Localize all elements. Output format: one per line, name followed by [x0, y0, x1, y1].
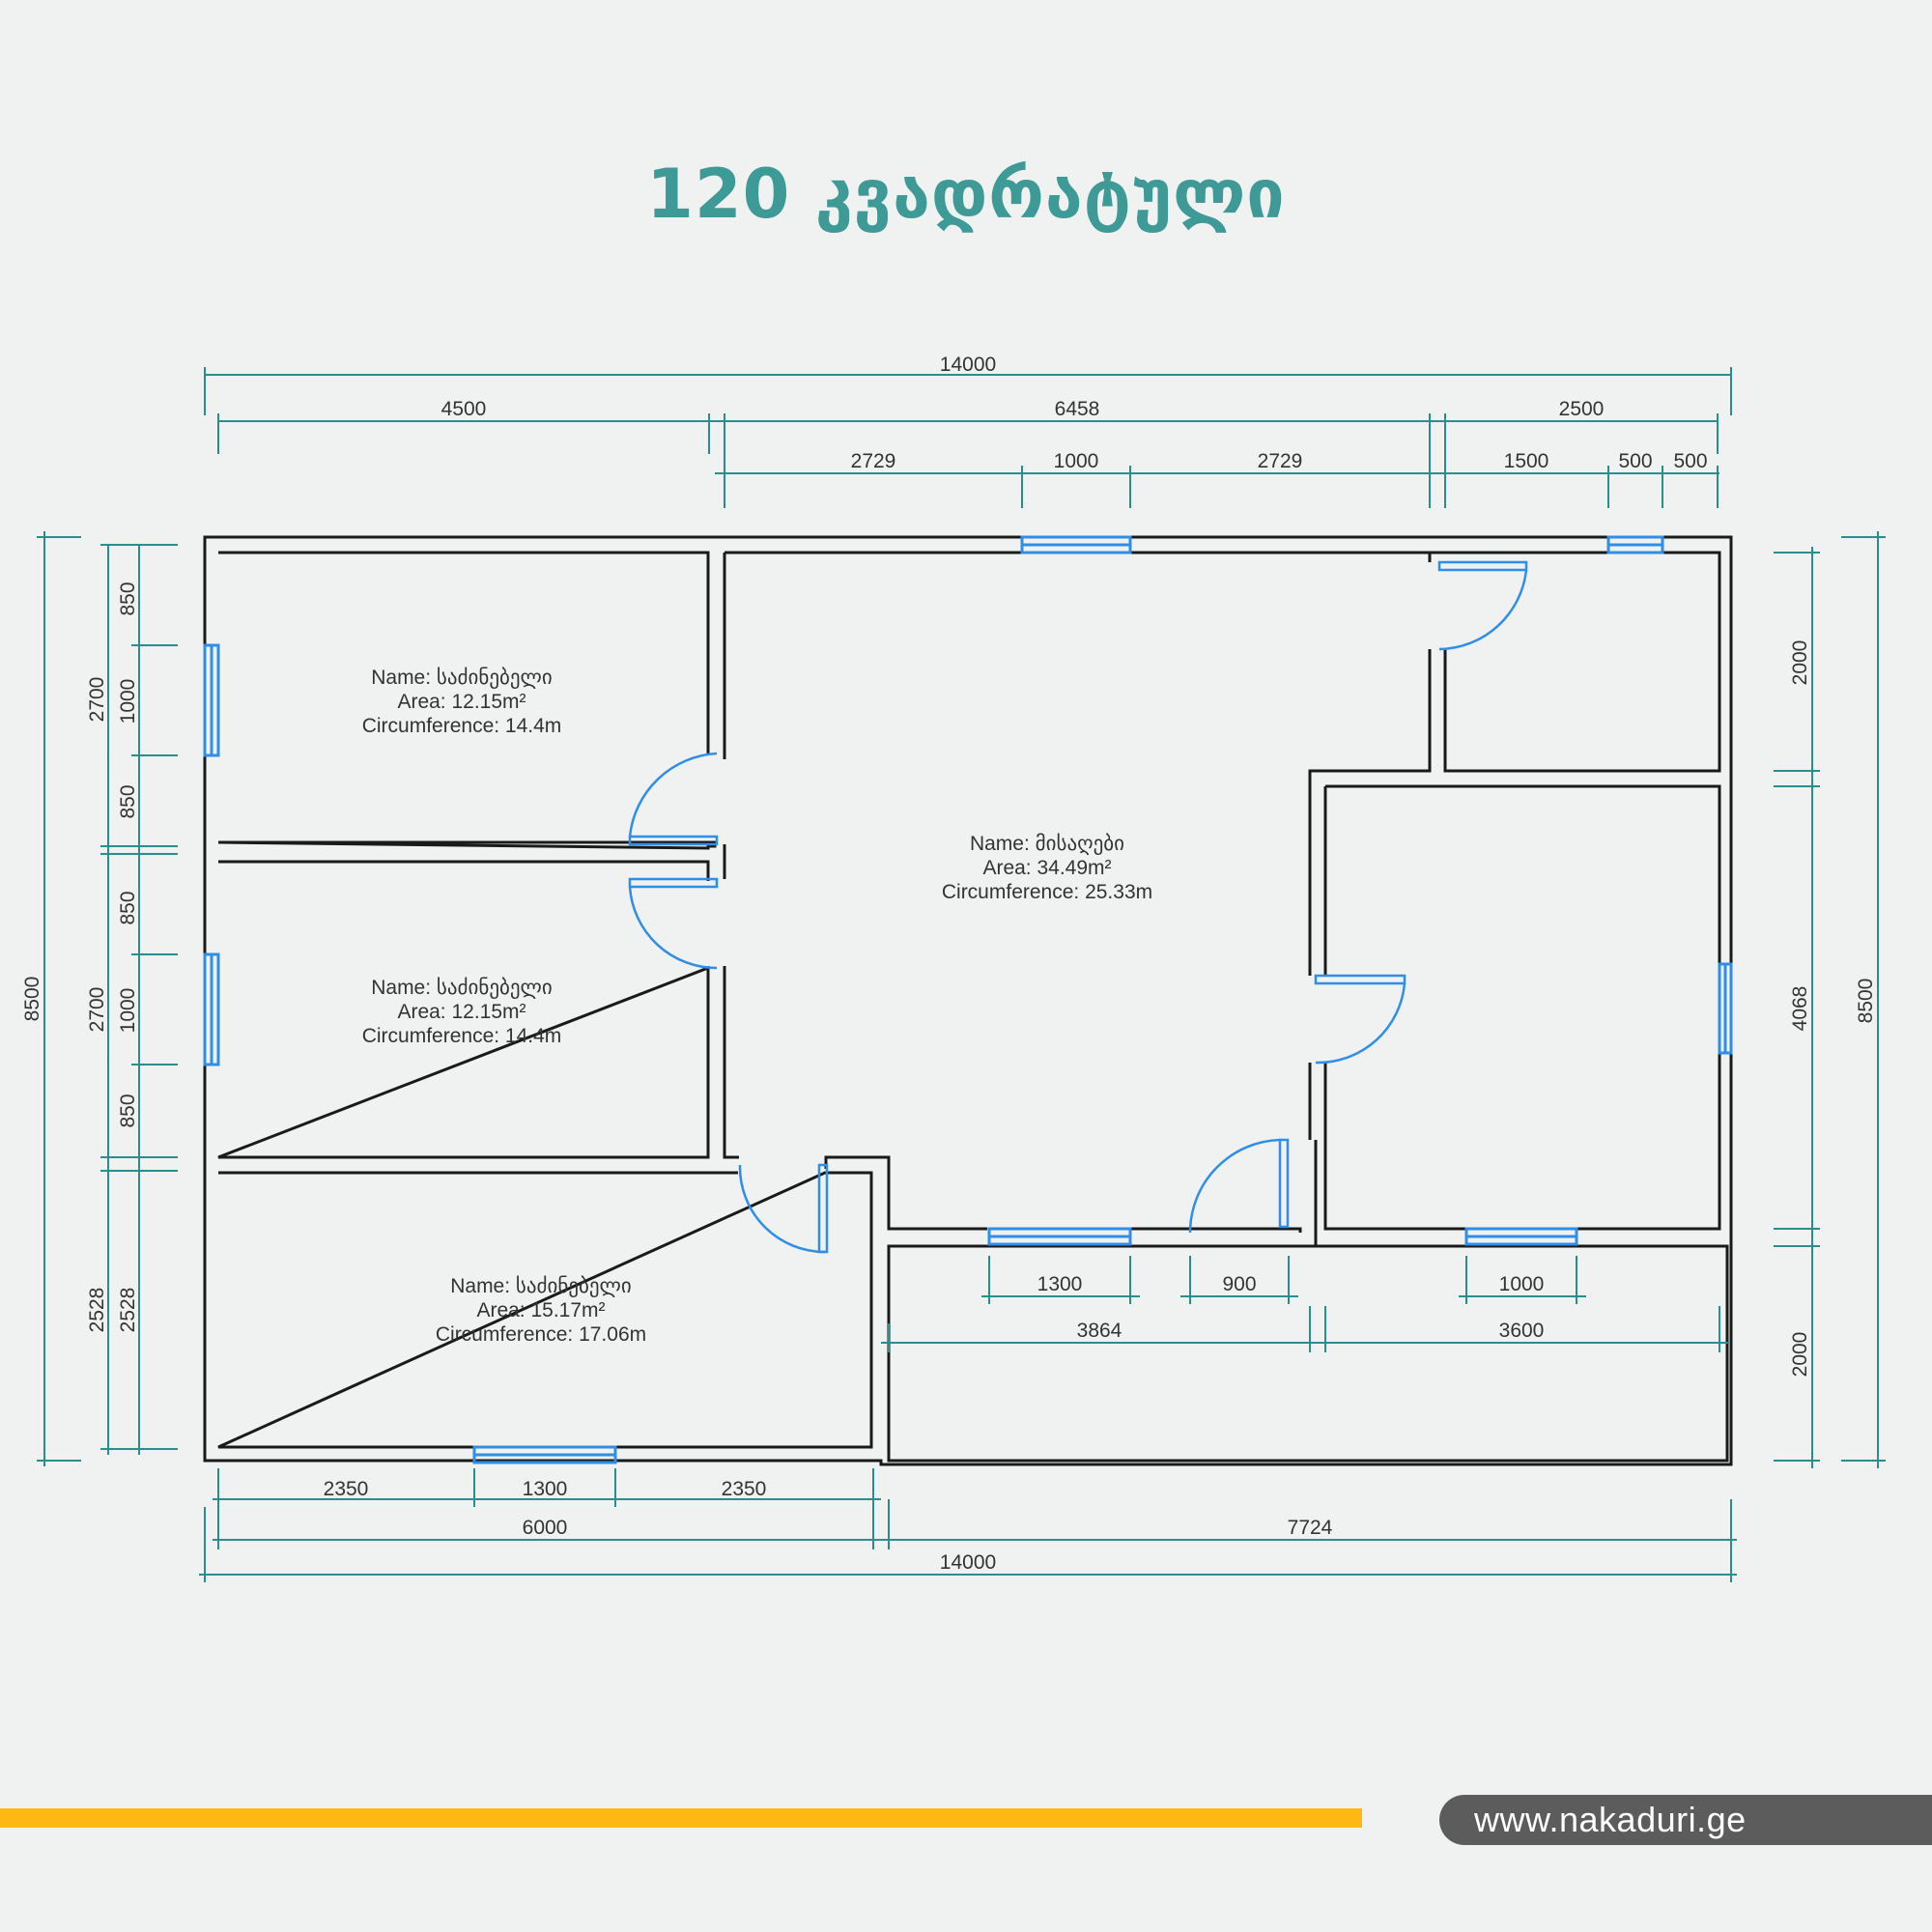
dim-right-seg2: 4068: [1789, 986, 1811, 1032]
room-circumference: Circumference: 14.4m: [362, 715, 562, 737]
dim-top-seg1: 4500: [441, 398, 487, 420]
dim-right-total: 8500: [1855, 979, 1877, 1024]
dim-top-sub4: 1500: [1504, 450, 1549, 472]
dim-bottom-sub1: 2350: [324, 1478, 369, 1500]
room-circumference: Circumference: 17.06m: [436, 1323, 646, 1346]
dim-left-seg3: 2528: [86, 1288, 108, 1333]
dimension-labels: 14000 4500 6458 2500 2729 1000 2729 1500…: [21, 354, 1877, 1574]
door-entrance: [1188, 1138, 1290, 1234]
divider-wall: [1308, 551, 1445, 1246]
dim-left-total: 8500: [21, 977, 43, 1022]
bedroom-3-outline: [217, 1171, 873, 1449]
room-circumference: Circumference: 14.4m: [362, 1025, 562, 1047]
dim-inner-sub2: 900: [1222, 1273, 1256, 1295]
room-name: Name: საძინებელი: [450, 1275, 632, 1297]
dim-inner-seg2: 3600: [1499, 1320, 1545, 1342]
room-circumference: Circumference: 25.33m: [942, 881, 1152, 903]
dim-left-seg2: 2700: [86, 987, 108, 1033]
room-name: Name: საძინებელი: [371, 977, 553, 999]
dim-left-sub7: 2528: [117, 1288, 139, 1333]
dim-inner-sub1: 1300: [1037, 1273, 1083, 1295]
room-living: Name: მისაღები Area: 34.49m² Circumferen…: [942, 833, 1152, 903]
dim-left-sub4: 850: [117, 891, 139, 924]
room-name: Name: საძინებელი: [371, 667, 553, 689]
room-name: Name: მისაღები: [970, 833, 1124, 855]
dim-bottom-seg2: 7724: [1288, 1517, 1333, 1539]
bedroom-4-outline: [1323, 784, 1721, 1231]
outer-wall: [203, 535, 1733, 1466]
dim-inner-seg1: 3864: [1077, 1320, 1122, 1342]
dim-left-seg1: 2700: [86, 677, 108, 723]
dim-left-sub1: 850: [117, 582, 139, 615]
dim-top-seg3: 2500: [1559, 398, 1605, 420]
room-bedroom-3: Name: საძინებელი Area: 15.17m² Circumfer…: [436, 1275, 646, 1346]
door-bed4: [1314, 974, 1406, 1065]
dim-top-total: 14000: [940, 354, 996, 376]
dim-left-sub2: 1000: [117, 679, 139, 724]
website-link[interactable]: www.nakaduri.ge: [1439, 1795, 1932, 1845]
room-bedroom-2: Name: საძინებელი Area: 12.15m² Circumfer…: [362, 977, 562, 1047]
room-area: Area: 15.17m²: [476, 1299, 605, 1321]
dim-bottom-sub2: 1300: [523, 1478, 568, 1500]
dim-bottom-total: 14000: [940, 1551, 996, 1574]
page-title: 120 კვადრატული: [646, 155, 1286, 234]
bathroom-outline: [1443, 551, 1721, 773]
windows: [203, 535, 1733, 1464]
accent-bar: [0, 1808, 1362, 1828]
dim-bottom-sub3: 2350: [722, 1478, 767, 1500]
bedroom-2-outline: [217, 860, 710, 1159]
door-bath: [1437, 560, 1528, 651]
door-bed2: [628, 877, 719, 970]
dimension-lines: [37, 367, 1886, 1582]
dim-left-sub6: 850: [117, 1094, 139, 1127]
door-bed1: [628, 752, 719, 846]
dim-bottom-seg1: 6000: [523, 1517, 568, 1539]
dim-top-sub6: 500: [1673, 450, 1707, 472]
walls: [203, 535, 1733, 1466]
dim-top-sub3: 2729: [1258, 450, 1303, 472]
room-bedroom-1: Name: საძინებელი Area: 12.15m² Circumfer…: [362, 667, 562, 737]
room-area: Area: 12.15m²: [397, 1001, 526, 1023]
terrace-outline: [887, 1244, 1729, 1463]
dim-top-sub2: 1000: [1054, 450, 1099, 472]
dim-right-seg1: 2000: [1789, 640, 1811, 686]
dim-inner-sub3: 1000: [1499, 1273, 1545, 1295]
dim-left-sub5: 1000: [117, 988, 139, 1034]
doors: [628, 560, 1528, 1254]
dim-right-seg3: 2000: [1789, 1332, 1811, 1378]
dim-top-sub5: 500: [1618, 450, 1652, 472]
dim-top-sub1: 2729: [851, 450, 896, 472]
room-labels: Name: საძინებელი Area: 12.15m² Circumfer…: [362, 667, 1152, 1346]
room-area: Area: 12.15m²: [397, 691, 526, 713]
dim-top-seg2: 6458: [1055, 398, 1100, 420]
door-bed3: [738, 1163, 829, 1254]
dim-left-sub3: 850: [117, 784, 139, 818]
room-area: Area: 34.49m²: [982, 857, 1111, 879]
